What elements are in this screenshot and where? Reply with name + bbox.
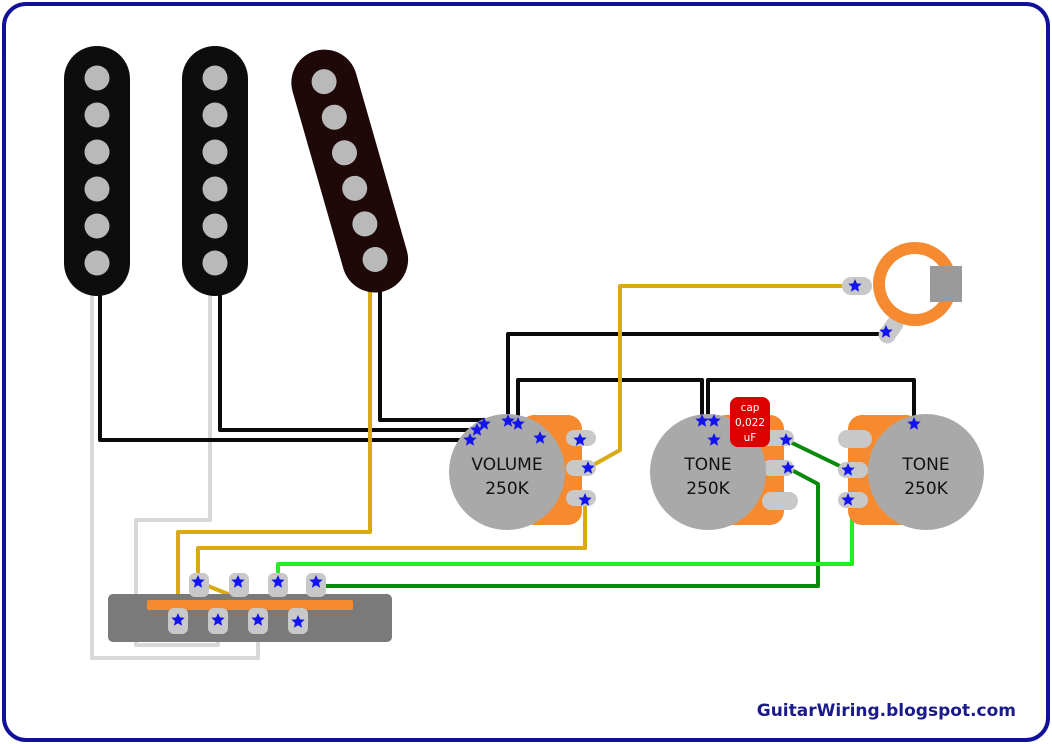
solder-joint: [191, 575, 205, 588]
tone-pot-2-value: 250K: [904, 479, 948, 499]
solder-joint: [707, 414, 721, 427]
pickup-selector-switch[interactable]: [108, 573, 392, 642]
wire-yellow-switch-common: [196, 498, 587, 584]
jack-socket: [930, 266, 962, 302]
neck-pickup: [64, 46, 130, 296]
solder-joint: [171, 613, 185, 626]
solder-joint: [779, 433, 793, 446]
pole-piece: [84, 65, 110, 91]
pot-body: [868, 414, 984, 530]
pole-piece: [342, 175, 368, 201]
pole-piece: [202, 102, 228, 128]
solder-joint: [841, 493, 855, 506]
solder-joint: [848, 279, 862, 292]
pole-piece: [202, 139, 228, 165]
pole-piece: [202, 250, 228, 276]
pickup-body: [64, 46, 130, 296]
solder-joint: [271, 575, 285, 588]
capacitor-body: [730, 397, 770, 447]
pole-piece: [311, 69, 337, 95]
wire-yellow-output: [586, 284, 857, 470]
tone-pot-2[interactable]: TONE 250K: [838, 414, 984, 530]
tone-pot-1[interactable]: TONE 250K: [650, 414, 798, 530]
pole-piece: [84, 102, 110, 128]
wire-black-jack-ground: [506, 332, 888, 422]
wire-black-pot-ground-2: [706, 378, 916, 425]
pot-lug: [838, 492, 868, 508]
solder-joint: [707, 433, 721, 446]
pickup-body: [291, 49, 409, 293]
wire-black-middle: [218, 288, 479, 432]
pole-piece: [352, 211, 378, 237]
solder-joint: [477, 417, 491, 430]
tone-capacitor[interactable]: cap 0,022 uF: [730, 397, 770, 447]
pole-piece: [362, 246, 388, 272]
site-credit[interactable]: GuitarWiring.blogspot.com: [757, 701, 1016, 721]
solder-joint: [291, 615, 305, 628]
pole-piece: [84, 139, 110, 165]
tone-pot-2-label: TONE: [901, 455, 949, 475]
pickup-body: [182, 46, 248, 296]
pot-lug: [838, 430, 872, 448]
solder-joint: [841, 463, 855, 476]
solder-joint: [501, 414, 515, 427]
solder-joint: [781, 461, 795, 474]
pole-piece: [202, 176, 228, 202]
volume-pot-label: VOLUME: [471, 455, 542, 475]
solder-joint: [470, 423, 484, 436]
solder-joint: [251, 613, 265, 626]
output-jack[interactable]: [842, 242, 962, 347]
volume-pot-value: 250K: [485, 479, 529, 499]
pole-piece: [331, 140, 357, 166]
pole-piece: [84, 213, 110, 239]
tone-pot-1-label: TONE: [683, 455, 731, 475]
pot-lug: [762, 492, 798, 510]
solder-joint: [581, 461, 595, 474]
solder-joint: [578, 493, 592, 506]
solder-joints: [171, 279, 921, 628]
solder-joint: [463, 433, 477, 446]
pot-body: [449, 414, 565, 530]
pole-piece: [202, 65, 228, 91]
solder-joint: [309, 575, 323, 588]
solder-joint: [211, 613, 225, 626]
switch-bar: [147, 600, 353, 610]
wire-yellow-bridge: [176, 288, 372, 622]
jack-sleeve-lug: [878, 315, 904, 344]
capacitor-label-3: uF: [744, 432, 757, 444]
solder-joint: [879, 325, 893, 338]
solder-joint: [907, 417, 921, 430]
bridge-pickup: [291, 49, 409, 293]
solder-joint: [695, 414, 709, 427]
pot-lug: [838, 462, 868, 478]
solder-joint: [231, 575, 245, 588]
solder-joint: [511, 417, 525, 430]
capacitor-label-2: 0,022: [735, 417, 765, 429]
pole-piece: [84, 250, 110, 276]
volume-pot[interactable]: VOLUME 250K: [449, 414, 596, 530]
wire-black-pot-ground-1: [516, 378, 704, 424]
solder-joint: [533, 431, 547, 444]
wire-black-neck: [98, 288, 472, 442]
solder-joint: [573, 433, 587, 446]
pole-piece: [202, 213, 228, 239]
wire-black-bridge: [378, 288, 486, 422]
middle-pickup: [182, 46, 248, 296]
pole-piece: [84, 176, 110, 202]
tone-pot-1-value: 250K: [686, 479, 730, 499]
capacitor-label-1: cap: [741, 402, 760, 414]
pole-piece: [321, 104, 347, 130]
